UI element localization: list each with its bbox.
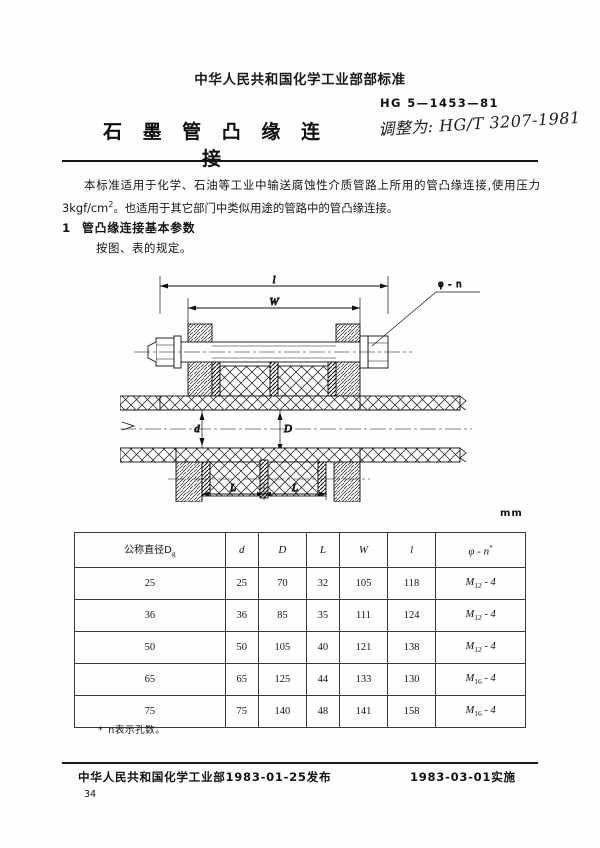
col-header-phi-n: φ - n* xyxy=(435,532,526,568)
cell-W: 141 xyxy=(338,695,389,728)
section-subtext: 按图、表的规定。 xyxy=(96,241,192,255)
dim-label-w: W xyxy=(269,296,279,308)
table-footnote: * n表示孔数。 xyxy=(98,722,165,736)
cell-L: 44 xyxy=(305,663,340,696)
table-row: 65 65 125 44 133 130 M16 - 4 xyxy=(74,663,526,696)
cell-d-small: 75 xyxy=(224,695,259,728)
cell-nominal-diameter: 36 xyxy=(74,599,226,632)
dim-label-l-right: L xyxy=(291,482,298,494)
dim-label-d-small: d xyxy=(194,423,200,435)
cell-l: 130 xyxy=(387,663,437,696)
section-title: 管凸缘连接基本参数 xyxy=(82,221,196,235)
cell-W: 105 xyxy=(338,567,389,600)
col-header-l: l xyxy=(387,532,437,568)
cell-d-big: 85 xyxy=(257,599,307,632)
cell-d-small: 25 xyxy=(224,567,259,600)
cell-nominal-diameter: 25 xyxy=(74,567,226,600)
cell-d-small: 65 xyxy=(224,663,259,696)
scope-text-superscript: 2 xyxy=(108,200,114,209)
cell-l: 124 xyxy=(387,599,437,632)
footer-divider xyxy=(62,762,538,764)
table-row: 25 25 70 32 105 118 M12 - 4 xyxy=(74,567,526,600)
cell-phi-n: M16 - 4 xyxy=(435,695,526,728)
cell-d-big: 140 xyxy=(257,695,307,728)
dim-label-l-left: L xyxy=(229,482,236,494)
table-body: 25 25 70 32 105 118 M12 - 4 36 36 85 35 … xyxy=(74,567,526,728)
table-row: 50 50 105 40 121 138 M12 - 4 xyxy=(74,631,526,664)
cell-d-small: 36 xyxy=(224,599,259,632)
page-title: 石 墨 管 凸 缘 连 接 xyxy=(102,121,328,170)
technical-drawing: l W xyxy=(120,262,500,502)
dim-label-d-big: D xyxy=(283,423,292,435)
cell-d-big: 125 xyxy=(257,663,307,696)
table-row: 36 36 85 35 111 124 M12 - 4 xyxy=(74,599,526,632)
col-header-d-small: d xyxy=(224,532,259,568)
cell-L: 35 xyxy=(305,599,340,632)
cell-nominal-diameter: 50 xyxy=(74,631,226,664)
cell-W: 111 xyxy=(338,599,389,632)
cell-phi-n: M12 - 4 xyxy=(435,599,526,632)
scope-text-tail: 。也适用于其它部门中类似用途的管路中的管凸缘连接。 xyxy=(113,200,399,215)
table-unit-label: mm xyxy=(500,508,523,519)
section-number: 1 xyxy=(62,221,72,235)
page-number: 34 xyxy=(84,789,97,800)
cell-l: 158 xyxy=(387,695,437,728)
footer-effective-date: 1983-03-01实施 xyxy=(410,770,516,784)
cell-phi-n: M12 - 4 xyxy=(435,567,526,600)
cell-nominal-diameter: 65 xyxy=(74,663,226,696)
table-row: 75 75 140 48 141 158 M16 - 4 xyxy=(74,695,526,728)
parameters-table: 公称直径Dg d D L W l φ - n* 25 25 70 32 105 … xyxy=(74,532,526,728)
cell-l: 138 xyxy=(387,631,437,664)
dim-label-l: l xyxy=(272,274,275,286)
cell-d-small: 50 xyxy=(224,631,259,664)
table-header-row: 公称直径Dg d D L W l φ - n* xyxy=(74,532,526,568)
cell-d-big: 105 xyxy=(257,631,307,664)
cell-L: 32 xyxy=(305,567,340,600)
section-heading: 1 管凸缘连接基本参数 xyxy=(62,219,195,236)
standard-number: HG 5—1453—81 xyxy=(380,96,499,110)
cell-l: 118 xyxy=(387,567,437,600)
cell-nominal-diameter: 75 xyxy=(74,695,226,728)
scope-text-main: 本标准适用于化学、石油等工业中输送腐蚀性介质管路上所用的管凸缘连接,使用压力3k… xyxy=(62,178,540,215)
col-header-d-big: D xyxy=(257,532,307,568)
col-header-nominal-diameter: 公称直径Dg xyxy=(74,532,226,568)
cell-phi-n: M12 - 4 xyxy=(435,631,526,664)
cell-phi-n: M16 - 4 xyxy=(435,663,526,696)
cell-L: 48 xyxy=(305,695,340,728)
footnote-marker: * xyxy=(98,725,104,736)
footnote-text: n表示孔数。 xyxy=(108,725,166,736)
col-header-L: L xyxy=(305,532,340,568)
header-divider xyxy=(62,160,538,163)
cell-L: 40 xyxy=(305,631,340,664)
cell-d-big: 70 xyxy=(257,567,307,600)
footer-issuer: 中华人民共和国化学工业部1983-01-25发布 xyxy=(78,770,332,784)
issuing-organization: 中华人民共和国化学工业部部标准 xyxy=(194,72,406,88)
cell-W: 133 xyxy=(338,663,389,696)
figure-label-phi-n: φ - n xyxy=(438,280,462,290)
col-header-W: W xyxy=(338,532,389,568)
scope-paragraph: 本标准适用于化学、石油等工业中输送腐蚀性介质管路上所用的管凸缘连接,使用压力3k… xyxy=(62,176,540,218)
cell-W: 121 xyxy=(338,631,389,664)
